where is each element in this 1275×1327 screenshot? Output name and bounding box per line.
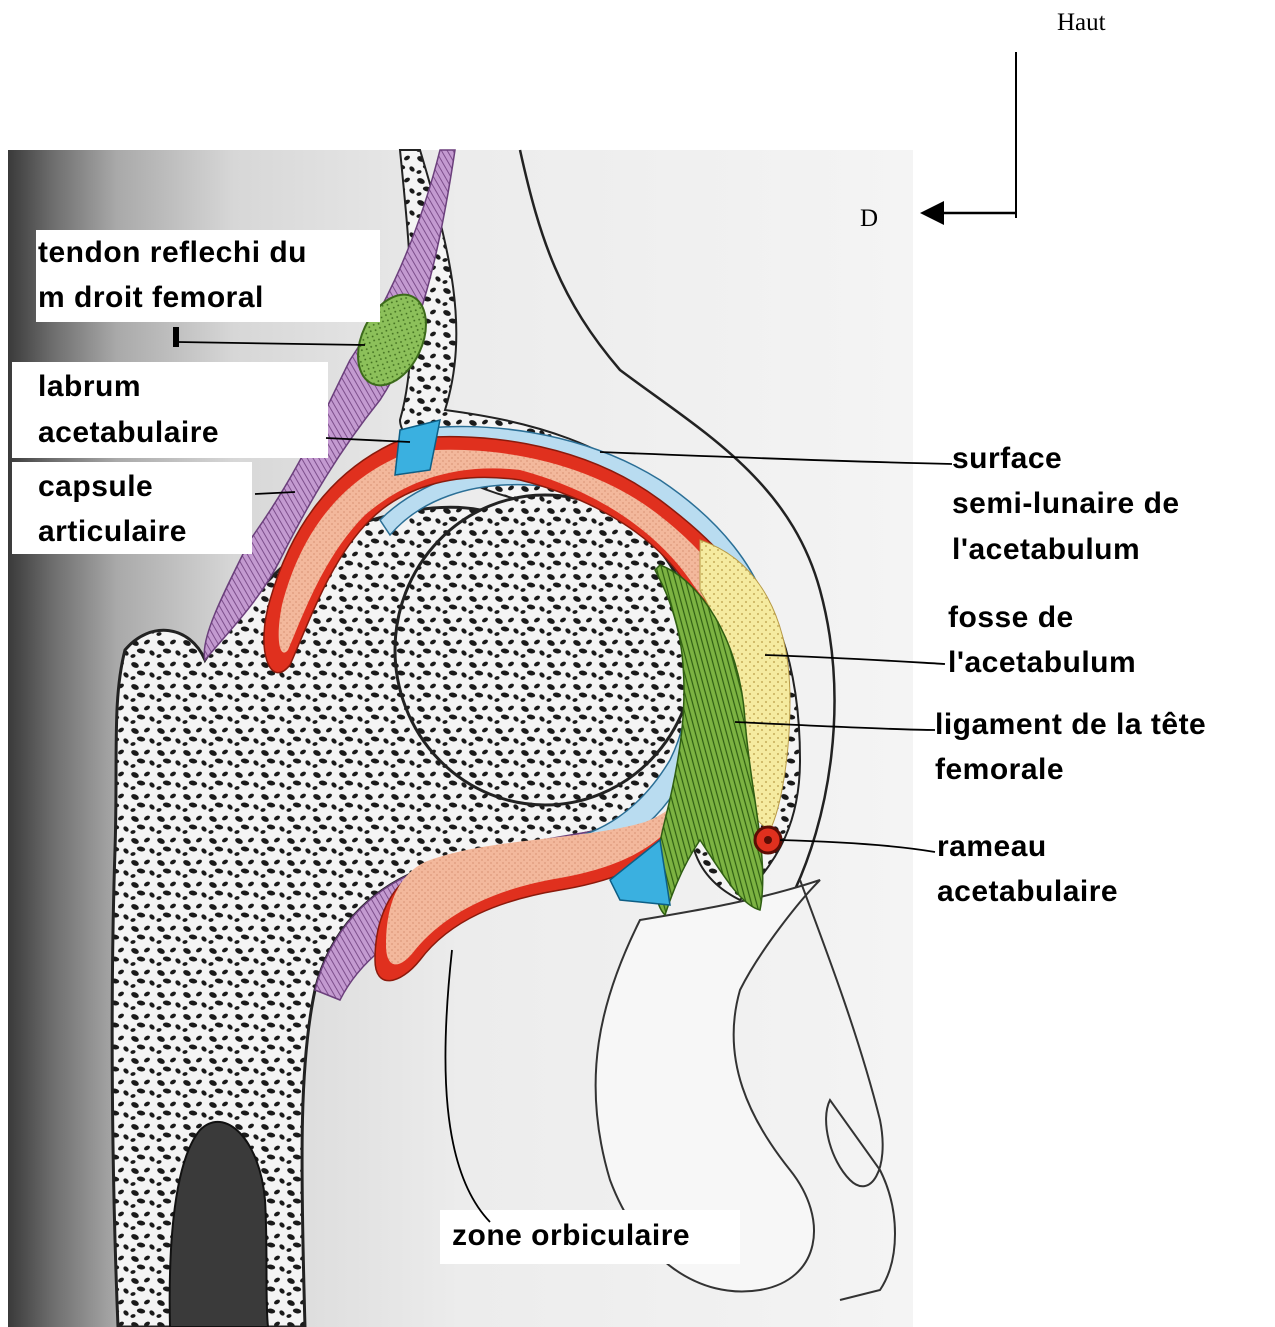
label-surface-line3: l'acetabulum [952, 527, 1140, 572]
label-tendon-line2: m droit femoral [38, 275, 264, 320]
label-surface-line1: surface [952, 436, 1062, 481]
label-fosse-line1: fosse de [948, 595, 1074, 640]
label-rameau-line2: acetabulaire [937, 869, 1118, 914]
label-labrum-line2: acetabulaire [38, 410, 219, 455]
label-zone-orbiculaire: zone orbiculaire [452, 1213, 690, 1258]
label-ligament-line1: ligament de la tête [935, 702, 1206, 747]
label-surface-line2: semi-lunaire de [952, 481, 1180, 526]
orientation-up-label: Haut [1057, 9, 1106, 37]
leader-tendon-tick [173, 327, 179, 347]
label-capsule-line1: capsule [38, 464, 153, 509]
label-rameau-line1: rameau [937, 824, 1047, 869]
acetabular-branch-lumen [764, 836, 772, 844]
label-ligament-line2: femorale [935, 747, 1064, 792]
label-capsule-line2: articulaire [38, 509, 187, 554]
label-labrum-line1: labrum [38, 364, 141, 409]
label-fosse-line2: l'acetabulum [948, 640, 1136, 685]
label-tendon-line1: tendon reflechi du [38, 230, 307, 275]
orientation-side-label: D [860, 205, 878, 233]
